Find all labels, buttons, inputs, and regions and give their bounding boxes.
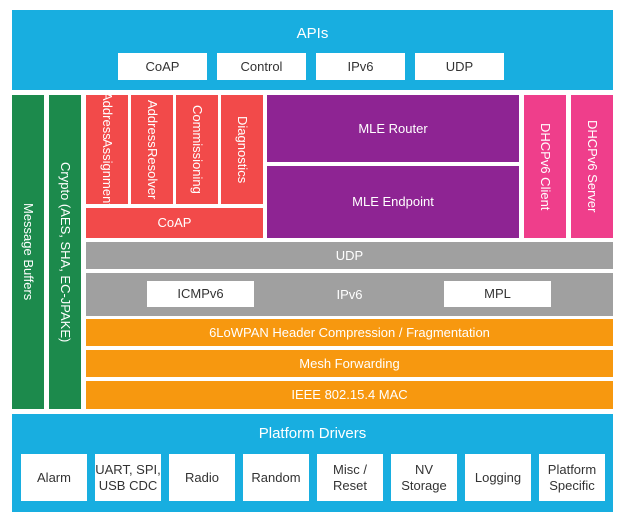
- apis-title: APIs: [296, 25, 329, 42]
- mle-router: MLE Router: [267, 95, 519, 162]
- 6lowpan-compression: 6LoWPAN Header Compression / Fragmentati…: [86, 319, 613, 346]
- driver-alarm-label: Alarm: [37, 469, 71, 485]
- driver-misc-line2: Reset: [333, 477, 367, 493]
- driver-misc-reset: Misc /Reset: [317, 454, 383, 501]
- driver-uart-spi-usb: UART, SPI,USB CDC: [95, 454, 161, 501]
- message-buffers: Message Buffers: [12, 95, 44, 409]
- driver-nv-line2: Storage: [401, 477, 447, 493]
- diagnostics: Diagnostics: [221, 95, 263, 204]
- driver-radio-label: Radio: [185, 469, 219, 485]
- driver-radio: Radio: [169, 454, 235, 501]
- api-ipv6: IPv6: [316, 53, 405, 80]
- crypto-label: Crypto (AES, SHA, EC-JPAKE): [58, 161, 73, 343]
- mesh-forwarding: Mesh Forwarding: [86, 350, 613, 377]
- driver-random: Random: [243, 454, 309, 501]
- udp-layer: UDP: [86, 242, 613, 269]
- commissioning: Commissioning: [176, 95, 218, 204]
- icmpv6: ICMPv6: [147, 281, 254, 307]
- driver-logging-label: Logging: [474, 469, 522, 485]
- driver-nv-line1: NV: [414, 461, 434, 477]
- driver-misc-line1: Misc /: [333, 461, 367, 477]
- diagnostics-label: Diagnostics: [235, 115, 250, 184]
- dhcpv6-client-label: DHCPv6 Client: [538, 122, 553, 211]
- mpl: MPL: [444, 281, 551, 307]
- address-resolver-line1: Address: [145, 100, 160, 148]
- driver-platform-line2: Specific: [549, 477, 595, 493]
- dhcpv6-client: DHCPv6 Client: [524, 95, 566, 238]
- coap-block: CoAP: [86, 208, 263, 238]
- message-buffers-label: Message Buffers: [21, 203, 36, 301]
- address-resolver-line2: Resolver: [145, 147, 160, 199]
- apis-layer: APIs: [12, 10, 613, 90]
- ieee-802-15-4-mac: IEEE 802.15.4 MAC: [86, 381, 613, 409]
- api-coap: CoAP: [118, 53, 207, 80]
- address-assignment-line1: Address: [100, 91, 115, 140]
- address-assignment-line2: Assignment: [100, 139, 115, 208]
- driver-uart-line1: UART, SPI,: [95, 461, 161, 477]
- driver-random-label: Random: [251, 469, 301, 485]
- commissioning-label: Commissioning: [190, 105, 205, 194]
- crypto: Crypto (AES, SHA, EC-JPAKE): [49, 95, 81, 409]
- platform-drivers-title: Platform Drivers: [258, 425, 367, 442]
- api-udp: UDP: [415, 53, 504, 80]
- driver-alarm: Alarm: [21, 454, 87, 501]
- driver-logging: Logging: [465, 454, 531, 501]
- api-control: Control: [217, 53, 306, 80]
- driver-platform-line1: Platform: [547, 461, 597, 477]
- mle-endpoint: MLE Endpoint: [267, 166, 519, 238]
- dhcpv6-server-label: DHCPv6 Server: [585, 120, 600, 213]
- dhcpv6-server: DHCPv6 Server: [571, 95, 613, 238]
- driver-uart-line2: USB CDC: [98, 477, 158, 493]
- ipv6-label: IPv6: [336, 286, 363, 302]
